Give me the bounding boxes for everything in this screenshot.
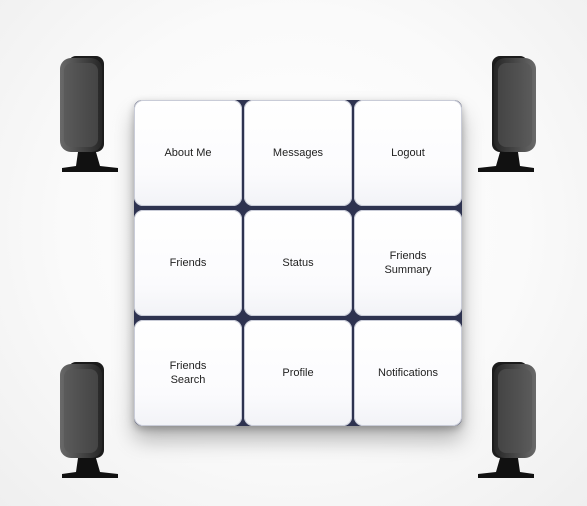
menu-grid: About Me Messages Logout Friends Status … (134, 100, 462, 426)
friends-tile[interactable]: Friends (134, 210, 242, 316)
speaker-bottom-right-image (478, 362, 536, 478)
friends-summary-tile[interactable]: Friends Summary (354, 210, 462, 316)
notifications-tile[interactable]: Notifications (354, 320, 462, 426)
speaker-bottom-left-image (60, 362, 118, 478)
status-label: Status (282, 257, 314, 269)
speaker-top-left-image (60, 56, 118, 172)
notifications-label: Notifications (378, 367, 438, 379)
grid-junction-dot (240, 203, 246, 209)
status-tile[interactable]: Status (244, 210, 352, 316)
friends-search-label: Friends Search (169, 360, 207, 386)
about-me-tile[interactable]: About Me (134, 100, 242, 206)
friends-search-tile[interactable]: Friends Search (134, 320, 242, 426)
grid-junction-dot (240, 313, 246, 319)
logout-label: Logout (391, 147, 425, 159)
about-me-label: About Me (164, 147, 212, 159)
messages-tile[interactable]: Messages (244, 100, 352, 206)
messages-label: Messages (272, 147, 324, 159)
friends-label: Friends (169, 257, 207, 269)
profile-tile[interactable]: Profile (244, 320, 352, 426)
profile-label: Profile (282, 367, 314, 379)
grid-junction-dot (350, 203, 356, 209)
grid-junction-dot (350, 313, 356, 319)
friends-summary-label: Friends Summary (384, 250, 432, 276)
speaker-top-right-image (478, 56, 536, 172)
logout-tile[interactable]: Logout (354, 100, 462, 206)
